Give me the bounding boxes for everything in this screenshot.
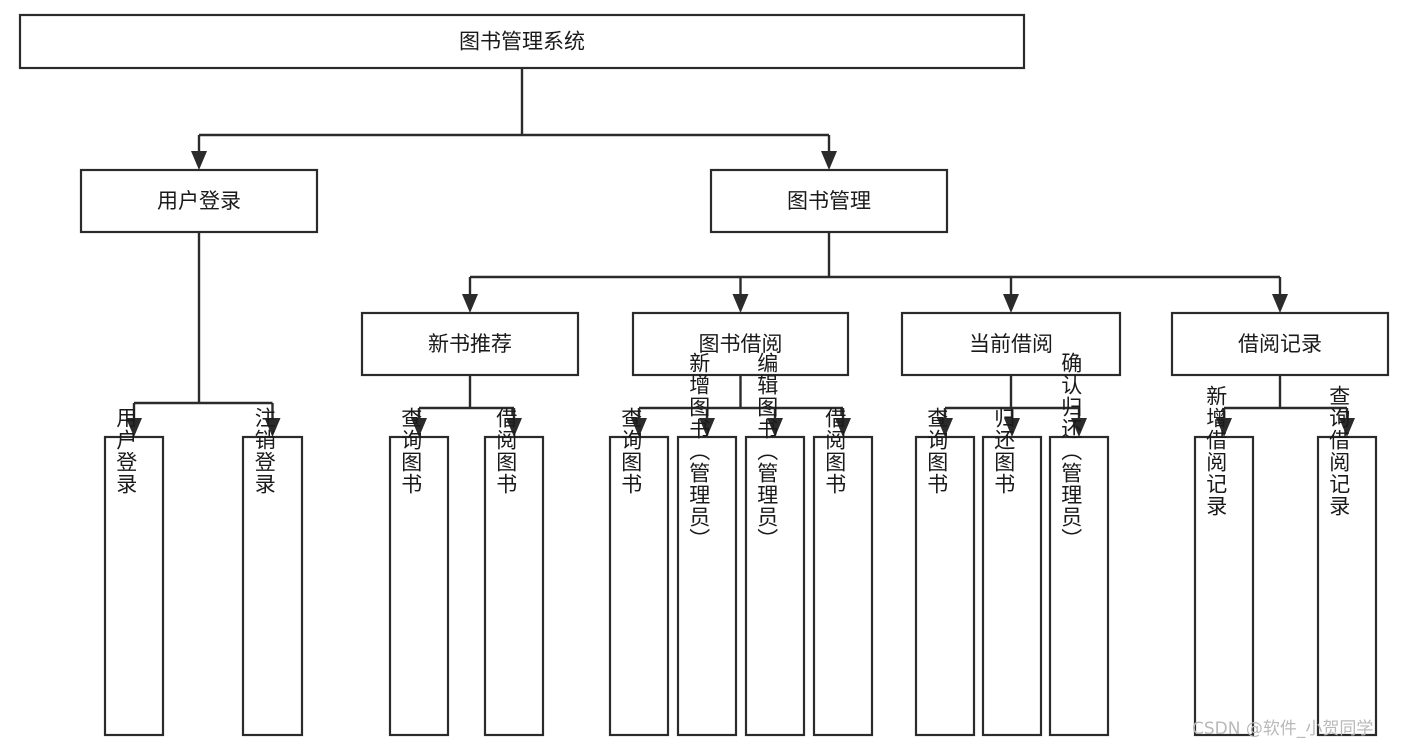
node-new-book-recommend[interactable]: 新书推荐 bbox=[360, 311, 580, 377]
node-leaf-borrow-book-2-rect[interactable] bbox=[812, 435, 874, 737]
node-leaf-user-login-label: 用户登录 bbox=[114, 407, 138, 495]
node-leaf-edit-book-rect[interactable] bbox=[744, 435, 806, 737]
arrow-head-icon bbox=[1216, 418, 1232, 437]
arrow-head-icon bbox=[1071, 418, 1087, 437]
arrow-head-icon bbox=[937, 418, 953, 437]
arrow-head-icon bbox=[699, 418, 715, 437]
node-leaf-add-book-rect[interactable] bbox=[676, 435, 738, 737]
node-leaf-return-book[interactable]: 归还图书 bbox=[981, 407, 1043, 737]
arrow-head-icon bbox=[1003, 294, 1019, 313]
node-leaf-borrow-book-1-label: 借阅图书 bbox=[494, 407, 518, 495]
arrow-head-icon bbox=[821, 151, 837, 170]
arrow-head-icon bbox=[631, 418, 647, 437]
node-leaf-query-book-3-rect[interactable] bbox=[914, 435, 976, 737]
node-borrow-record[interactable]: 借阅记录 bbox=[1170, 311, 1390, 377]
node-leaf-user-logout-rect[interactable] bbox=[241, 435, 304, 737]
node-leaf-query-book-3[interactable]: 查询图书 bbox=[914, 407, 976, 737]
arrow-head-icon bbox=[767, 418, 783, 437]
node-leaf-confirm-return[interactable]: 确认归还（管理员） bbox=[1048, 352, 1110, 737]
arrow-head-icon bbox=[191, 151, 207, 170]
node-leaf-return-book-label: 归还图书 bbox=[992, 407, 1016, 495]
node-leaf-add-record-rect[interactable] bbox=[1193, 435, 1255, 737]
arrow-head-icon bbox=[1272, 294, 1288, 313]
node-leaf-borrow-book-1-rect[interactable] bbox=[483, 435, 545, 737]
node-leaf-query-book-1-rect[interactable] bbox=[388, 435, 450, 737]
node-leaf-query-record[interactable]: 查询借阅记录 bbox=[1316, 385, 1378, 737]
node-leaf-edit-book[interactable]: 编辑图书（管理员） bbox=[744, 352, 806, 737]
node-book-management-rect[interactable] bbox=[709, 168, 949, 234]
node-book-borrow-label: 图书借阅 bbox=[699, 332, 783, 356]
nodes-layer: 图书管理系统用户登录图书管理新书推荐图书借阅当前借阅借阅记录用户登录注销登录查询… bbox=[18, 13, 1390, 737]
node-leaf-add-book[interactable]: 新增图书（管理员） bbox=[676, 352, 738, 737]
node-leaf-query-book-1[interactable]: 查询图书 bbox=[388, 407, 450, 737]
arrow-head-icon bbox=[1004, 418, 1020, 437]
node-book-borrow[interactable]: 图书借阅 bbox=[631, 311, 850, 377]
node-borrow-record-label: 借阅记录 bbox=[1238, 332, 1322, 356]
arrow-head-icon bbox=[462, 294, 478, 313]
node-borrow-record-rect[interactable] bbox=[1170, 311, 1390, 377]
node-book-borrow-rect[interactable] bbox=[631, 311, 850, 377]
node-leaf-query-book-2-rect[interactable] bbox=[608, 435, 670, 737]
node-leaf-query-book-2-label: 查询图书 bbox=[619, 407, 643, 495]
node-book-management[interactable]: 图书管理 bbox=[709, 168, 949, 234]
node-new-book-recommend-label: 新书推荐 bbox=[428, 332, 512, 356]
node-leaf-query-book-3-label: 查询图书 bbox=[925, 407, 949, 495]
connectors-layer bbox=[126, 68, 1355, 437]
node-root-图书管理系统-rect[interactable] bbox=[18, 13, 1026, 70]
node-leaf-user-login-rect[interactable] bbox=[103, 435, 165, 737]
node-leaf-confirm-return-label: 确认归还（管理员） bbox=[1059, 352, 1083, 550]
arrow-head-icon bbox=[126, 418, 142, 437]
node-root-图书管理系统-label: 图书管理系统 bbox=[459, 30, 585, 54]
node-leaf-return-book-rect[interactable] bbox=[981, 435, 1043, 737]
node-leaf-confirm-return-rect[interactable] bbox=[1048, 435, 1110, 737]
node-current-borrow[interactable]: 当前借阅 bbox=[900, 311, 1122, 377]
node-current-borrow-rect[interactable] bbox=[900, 311, 1122, 377]
node-leaf-add-record-label: 新增借阅记录 bbox=[1204, 385, 1228, 517]
arrow-head-icon bbox=[835, 418, 851, 437]
node-leaf-query-book-2[interactable]: 查询图书 bbox=[608, 407, 670, 737]
node-leaf-user-logout[interactable]: 注销登录 bbox=[241, 407, 304, 737]
node-new-book-recommend-rect[interactable] bbox=[360, 311, 580, 377]
node-user-login-rect[interactable] bbox=[79, 168, 319, 234]
arrow-head-icon bbox=[1339, 418, 1355, 437]
node-leaf-query-record-rect[interactable] bbox=[1316, 435, 1378, 737]
node-leaf-borrow-book-1[interactable]: 借阅图书 bbox=[483, 407, 545, 737]
arrow-head-icon bbox=[506, 418, 522, 437]
node-leaf-query-record-label: 查询借阅记录 bbox=[1327, 385, 1351, 517]
node-leaf-borrow-book-2[interactable]: 借阅图书 bbox=[812, 407, 874, 737]
node-current-borrow-label: 当前借阅 bbox=[969, 332, 1053, 356]
node-user-login-label: 用户登录 bbox=[157, 189, 241, 213]
node-leaf-add-record[interactable]: 新增借阅记录 bbox=[1193, 385, 1255, 737]
node-leaf-user-login[interactable]: 用户登录 bbox=[103, 407, 165, 737]
arrow-head-icon bbox=[264, 418, 281, 437]
node-leaf-edit-book-label: 编辑图书（管理员） bbox=[755, 352, 779, 550]
node-leaf-query-book-1-label: 查询图书 bbox=[399, 407, 423, 495]
arrow-head-icon bbox=[732, 294, 749, 313]
node-user-login[interactable]: 用户登录 bbox=[79, 168, 319, 234]
node-leaf-add-book-label: 新增图书（管理员） bbox=[687, 352, 711, 550]
node-book-management-label: 图书管理 bbox=[787, 189, 871, 213]
node-leaf-borrow-book-2-label: 借阅图书 bbox=[823, 407, 847, 495]
node-root-图书管理系统[interactable]: 图书管理系统 bbox=[18, 13, 1026, 70]
node-leaf-user-logout-label: 注销登录 bbox=[252, 407, 276, 495]
arrow-head-icon bbox=[411, 418, 427, 437]
